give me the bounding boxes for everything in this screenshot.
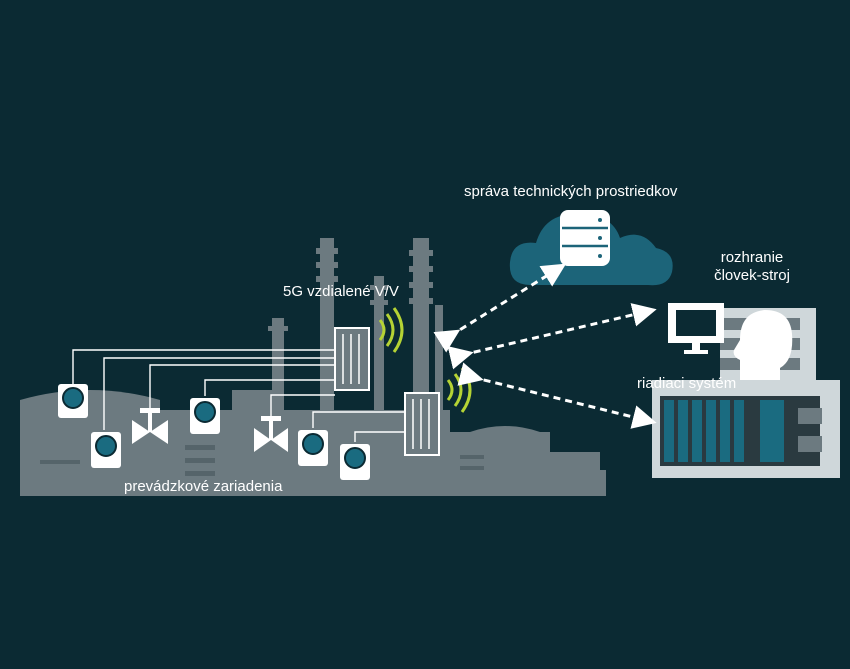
database-icon: [560, 210, 610, 266]
valve-icon: [132, 408, 288, 452]
hmi-label-line2: človek-stroj: [714, 267, 790, 284]
field-wiring: [72, 349, 405, 442]
asset-management-label: správa technických prostriedkov: [464, 183, 678, 200]
monitor-icon: [668, 303, 724, 354]
communication-arrows: [433, 263, 657, 429]
control-cabinet-icon: [652, 308, 840, 478]
hmi-label-line1: rozhranie: [720, 249, 784, 266]
remote-io-icon-lower: [404, 392, 440, 456]
remote-io-label: 5G vzdialené V/V: [283, 283, 399, 300]
remote-io-icon-upper: [334, 327, 370, 391]
wifi-icon-upper: [378, 307, 404, 353]
hmi-label: rozhranie človek-stroj: [709, 249, 795, 285]
plant-details: [40, 445, 484, 476]
head-icon: [733, 310, 793, 380]
transmitter-icon: [58, 384, 370, 480]
field-devices-label: prevádzkové zariadenia: [124, 478, 283, 495]
wifi-icon-lower: [446, 367, 472, 413]
control-system-label: riadiaci systém: [637, 375, 737, 392]
